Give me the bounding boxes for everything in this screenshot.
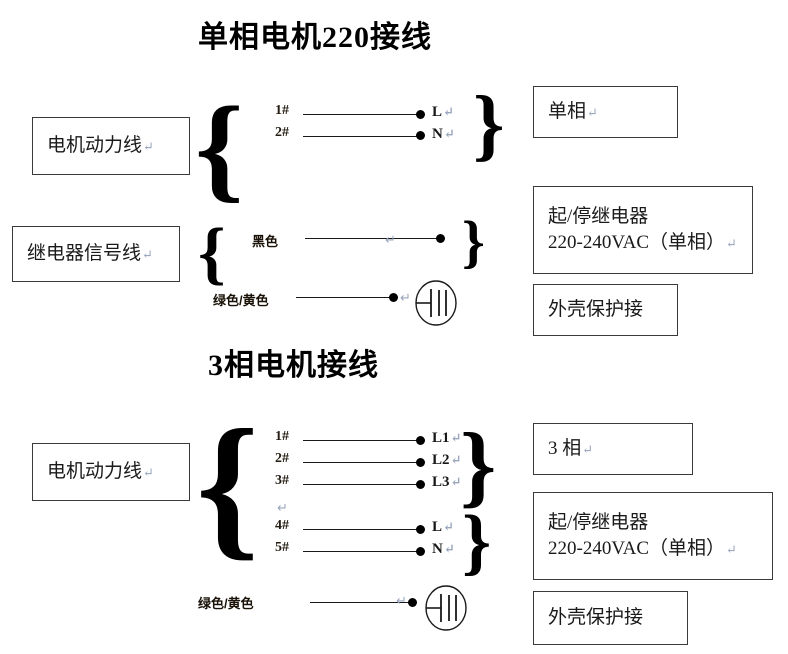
wire-terminal-dot: [416, 110, 425, 119]
pilcrow-mark: ↵: [400, 290, 411, 305]
wire-terminal-dot: [416, 480, 425, 489]
wire-line: [303, 440, 420, 441]
box-label-line-2: 220-240VAC（单相）↵: [548, 232, 737, 253]
wire-line: [303, 114, 420, 115]
box-relay-signal-cable-single: 继电器信号线↵: [12, 226, 180, 282]
wire-terminal-dot: [389, 293, 398, 302]
box-housing-earth-three: 外壳保护接: [533, 591, 688, 645]
pilcrow-mark: ↵: [396, 593, 407, 608]
wire-line: [303, 136, 420, 137]
pilcrow-mark: ↵: [143, 139, 154, 155]
wire-terminal-dot: [416, 547, 425, 556]
wire-line: [303, 484, 420, 485]
pilcrow-mark: ↵: [277, 500, 288, 515]
wire-color-label: 绿色/黄色: [213, 293, 269, 308]
right-brace-power-single: }: [473, 81, 505, 169]
box-label: 外壳保护接: [548, 299, 644, 321]
wire-number: 4#: [275, 518, 289, 533]
box-motor-power-cable-three: 电机动力线↵: [32, 443, 190, 501]
right-brace-signal-single: }: [462, 209, 485, 274]
left-brace-relay-signal-single: {: [198, 215, 226, 292]
left-brace-motor-power-single: {: [194, 82, 244, 213]
terminal-label: L1↵: [432, 430, 462, 446]
box-label: 3 相↵: [548, 438, 594, 460]
box-label-line-2: 220-240VAC（单相）↵: [548, 538, 737, 559]
wire-number: 2#: [275, 451, 289, 466]
box-phase-type-three: 3 相↵: [533, 423, 693, 475]
wire-number: 2#: [275, 125, 289, 140]
wire-line: [305, 238, 439, 239]
box-start-stop-relay-three: 起/停继电器 220-240VAC（单相）↵: [533, 492, 773, 580]
wire-terminal-dot: [416, 131, 425, 140]
box-label: 外壳保护接: [548, 607, 644, 629]
terminal-label: N↵: [432, 126, 455, 142]
pilcrow-mark: ↵: [385, 232, 396, 247]
terminal-label: L↵: [432, 519, 454, 535]
wire-line: [310, 602, 410, 603]
box-phase-type-single: 单相↵: [533, 86, 678, 138]
box-label: 单相↵: [548, 101, 598, 123]
box-label: 电机动力线↵: [47, 461, 154, 483]
wire-number: 3#: [275, 473, 289, 488]
box-label: 电机动力线↵: [47, 135, 154, 157]
wire-terminal-dot: [416, 436, 425, 445]
wire-line: [303, 551, 420, 552]
wire-number: 1#: [275, 103, 289, 118]
wire-number: 1#: [275, 429, 289, 444]
wire-terminal-dot: [408, 598, 417, 607]
wire-line: [296, 297, 393, 298]
wire-color-label: 黑色: [252, 234, 279, 249]
earth-ground-icon: [421, 584, 471, 637]
box-motor-power-cable-single: 电机动力线↵: [32, 117, 190, 175]
wire-line: [303, 529, 420, 530]
pilcrow-mark: ↵: [142, 247, 153, 263]
right-brace-three-phase-power: }: [460, 414, 497, 516]
terminal-label: L↵: [432, 104, 454, 120]
earth-ground-icon: [411, 279, 461, 332]
wire-terminal-dot: [436, 234, 445, 243]
right-brace-three-phase-control: }: [462, 501, 492, 583]
box-start-stop-relay-single: 起/停继电器 220-240VAC（单相）↵: [533, 186, 753, 274]
terminal-label: N↵: [432, 541, 455, 557]
box-label: 继电器信号线↵: [27, 243, 153, 265]
wire-line: [303, 462, 420, 463]
box-housing-earth-single: 外壳保护接: [533, 284, 678, 336]
box-label-line-1: 起/停继电器: [548, 512, 649, 534]
terminal-label: L2↵: [432, 452, 462, 468]
wire-number: 5#: [275, 540, 289, 555]
box-label-line-1: 起/停继电器: [548, 206, 649, 228]
wire-terminal-dot: [416, 458, 425, 467]
wire-color-label: 绿色/黄色: [198, 596, 254, 611]
wire-terminal-dot: [416, 525, 425, 534]
terminal-label: L3↵: [432, 474, 462, 490]
section-title-single-phase: 单相电机220接线: [198, 21, 432, 54]
section-title-three-phase: 3相电机接线: [208, 349, 379, 382]
left-brace-motor-power-three: {: [196, 396, 260, 574]
